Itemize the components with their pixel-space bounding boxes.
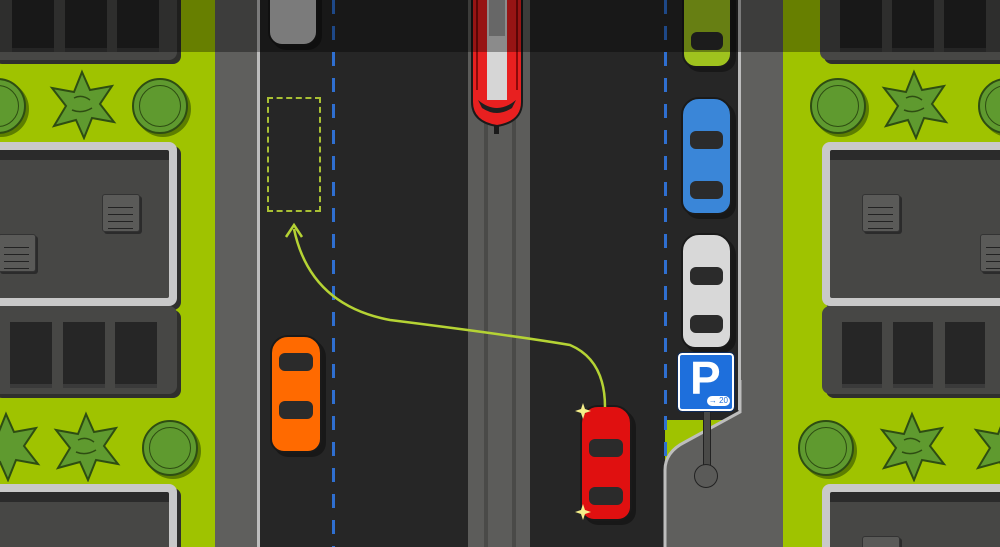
roof: [0, 492, 169, 547]
star-bush-icon: [881, 69, 949, 140]
building-right-bottom: [822, 484, 1000, 547]
hazard-light-icon: [575, 504, 591, 520]
star-bush-icon: [879, 411, 947, 482]
tram: [470, 0, 524, 134]
rear-window: [691, 32, 723, 50]
round-bush-icon: [132, 78, 188, 134]
vent-icon: [0, 234, 36, 272]
parked-car-orange: [270, 335, 322, 453]
building-right-windows: [822, 306, 1000, 394]
parking-sign-plate: → 20: [706, 396, 730, 406]
building-right-top: [820, 0, 1000, 60]
parked-car-grey: [268, 0, 318, 46]
right-curb: [738, 0, 741, 410]
building-right-middle: [822, 142, 1000, 306]
window: [10, 322, 52, 388]
window: [65, 0, 107, 52]
rear-window: [589, 487, 623, 505]
windshield: [690, 267, 723, 285]
building-left-middle: [0, 142, 177, 306]
star-bush-icon: [49, 69, 117, 140]
star-bush-icon: [53, 411, 121, 482]
star-bush-icon: [973, 426, 1000, 470]
parked-car-blue: [681, 97, 732, 215]
path-arrow: [284, 222, 607, 408]
windshield: [589, 439, 623, 457]
roof: [0, 150, 169, 298]
window: [63, 322, 105, 388]
target-parking-spot[interactable]: [267, 97, 321, 212]
building-left-bottom: [0, 484, 177, 547]
vent-icon: [980, 234, 1000, 272]
windshield: [690, 131, 723, 149]
vent-icon: [102, 194, 140, 232]
window: [12, 0, 54, 52]
rear-window: [279, 353, 313, 371]
vent-icon: [862, 536, 900, 547]
window: [893, 322, 933, 388]
right-sidewalk: [740, 0, 783, 547]
lane-marking-right: [664, 0, 667, 460]
hazard-light-icon: [575, 403, 591, 419]
parking-sign-base: [694, 464, 718, 488]
star-bush-icon: [0, 411, 41, 482]
building-left-windows: [0, 306, 177, 394]
round-bush-icon: [0, 78, 26, 134]
window: [842, 322, 882, 388]
parking-sign-letter: P: [690, 352, 721, 404]
window: [944, 0, 986, 52]
parked-car-lime: [682, 0, 732, 68]
round-bush-icon: [142, 420, 198, 476]
lane-marking-left: [332, 0, 335, 547]
left-sidewalk: [215, 0, 259, 547]
window: [117, 0, 159, 52]
tram-rail-right: [512, 0, 516, 547]
parked-car-white: [681, 233, 732, 349]
player-car-red[interactable]: [580, 405, 632, 521]
vent-icon: [862, 194, 900, 232]
window: [945, 322, 985, 388]
building-left-top: [0, 0, 177, 60]
round-bush-icon: [798, 420, 854, 476]
rear-window: [690, 181, 723, 199]
rear-window: [690, 315, 723, 333]
windshield: [279, 401, 313, 419]
round-bush-icon: [978, 78, 1000, 134]
roof: [830, 492, 1000, 547]
window: [840, 0, 882, 52]
window: [115, 322, 157, 388]
left-curb: [257, 0, 260, 547]
roof: [830, 150, 1000, 298]
window: [892, 0, 934, 52]
tram-rail-left: [484, 0, 488, 547]
round-bush-icon: [810, 78, 866, 134]
parking-sign: P → 20: [677, 352, 735, 412]
